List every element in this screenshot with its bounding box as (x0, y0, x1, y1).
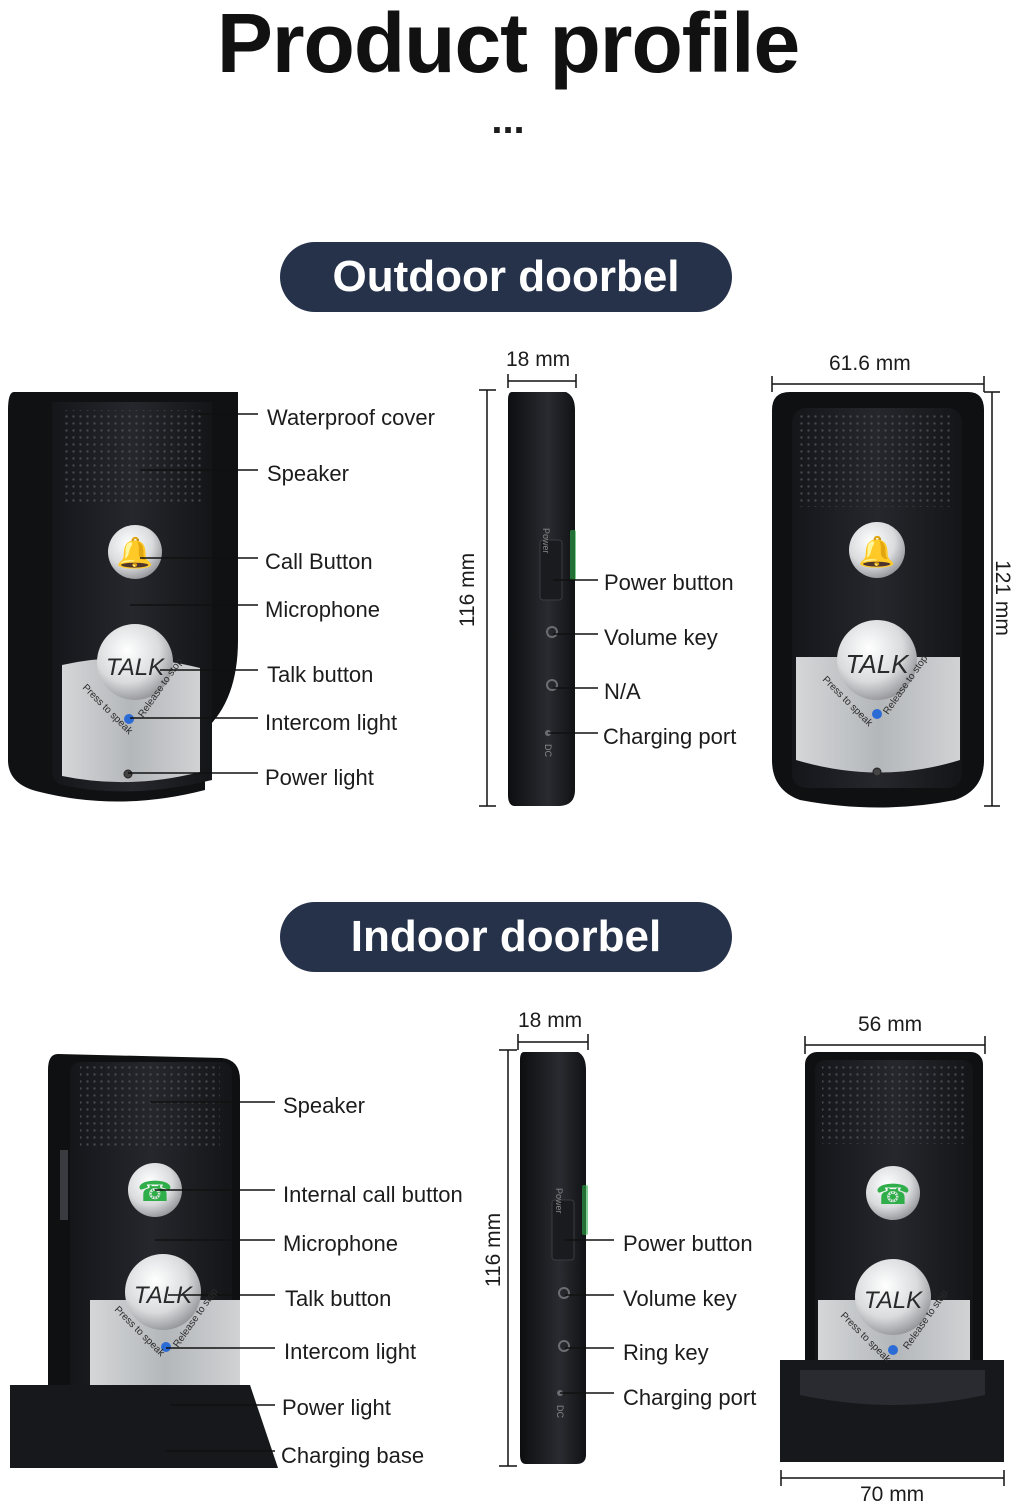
label-charging-port: Charging port (603, 724, 737, 749)
dim-indoor-thickness: 18 mm (518, 1009, 583, 1032)
dim-indoor-height: 116 mm (482, 1212, 505, 1288)
label-indoor-microphone: Microphone (283, 1231, 398, 1256)
svg-text:🔔: 🔔 (858, 535, 895, 570)
label-indoor-charging-port: Charging port (623, 1385, 757, 1410)
label-intercom-light: Intercom light (265, 710, 398, 735)
label-microphone: Microphone (265, 597, 380, 622)
dimension-lines (479, 374, 1005, 1486)
dim-indoor-width: 56 mm (858, 1013, 923, 1036)
label-power-button: Power button (604, 570, 734, 595)
indoor-side-device (520, 1052, 588, 1464)
outdoor-side-device (508, 392, 576, 806)
label-na: N/A (604, 679, 641, 704)
indoor-right-device: ☎ (780, 1052, 1004, 1462)
outdoor-talk-button-icon (97, 624, 173, 700)
label-speaker: Speaker (267, 461, 349, 486)
label-indoor-talk-button: Talk button (285, 1286, 392, 1311)
indoor-side-power-text: Power (554, 1188, 564, 1214)
title-ellipsis: ... (491, 98, 525, 142)
indoor-talk-text: TALK (134, 1282, 193, 1309)
svg-text:☎: ☎ (876, 1178, 911, 1211)
indoor-charging-base-icon (10, 1385, 278, 1468)
svg-text:🔔: 🔔 (116, 536, 153, 571)
outdoor-right-talk-text: TALK (845, 649, 910, 679)
dim-outdoor-width: 61.6 mm (829, 352, 911, 375)
indoor-heading: Indoor doorbel (280, 902, 732, 972)
label-power-light: Power light (265, 765, 374, 790)
dim-outdoor-full-height: 121 mm (991, 560, 1014, 636)
label-indoor-speaker: Speaker (283, 1093, 365, 1118)
leader-lines (128, 413, 614, 1452)
outdoor-front-device: 🔔 (8, 392, 238, 802)
label-talk-button: Talk button (267, 662, 374, 687)
outdoor-side-dc-text: DC (543, 744, 553, 757)
outdoor-call-button-icon (108, 525, 162, 579)
label-indoor-power-button: Power button (623, 1231, 753, 1256)
outdoor-talk-text: TALK (106, 654, 165, 681)
dim-outdoor-thickness: 18 mm (506, 348, 571, 371)
label-charging-base: Charging base (281, 1443, 425, 1468)
label-indoor-volume-key: Volume key (623, 1286, 737, 1311)
dim-outdoor-height: 116 mm (456, 552, 479, 628)
page-title: Product profile (216, 0, 800, 90)
dim-indoor-base-width: 70 mm (860, 1483, 925, 1506)
indoor-side-dc-text: DC (555, 1405, 565, 1418)
label-volume-key: Volume key (604, 625, 718, 650)
label-waterproof-cover: Waterproof cover (267, 405, 435, 430)
svg-text:☎: ☎ (138, 1175, 173, 1208)
label-call-button: Call Button (265, 549, 373, 574)
label-ring-key: Ring key (623, 1340, 709, 1365)
outdoor-side-power-text: Power (541, 528, 551, 554)
outdoor-heading: Outdoor doorbel (280, 242, 732, 312)
indoor-right-talk-text: TALK (864, 1287, 923, 1314)
label-internal-call-button: Internal call button (283, 1182, 463, 1207)
label-indoor-intercom-light: Intercom light (284, 1339, 417, 1364)
outdoor-right-device: 🔔 (772, 392, 984, 808)
indoor-front-device: ☎ (10, 1054, 278, 1468)
label-indoor-power-light: Power light (282, 1395, 391, 1420)
